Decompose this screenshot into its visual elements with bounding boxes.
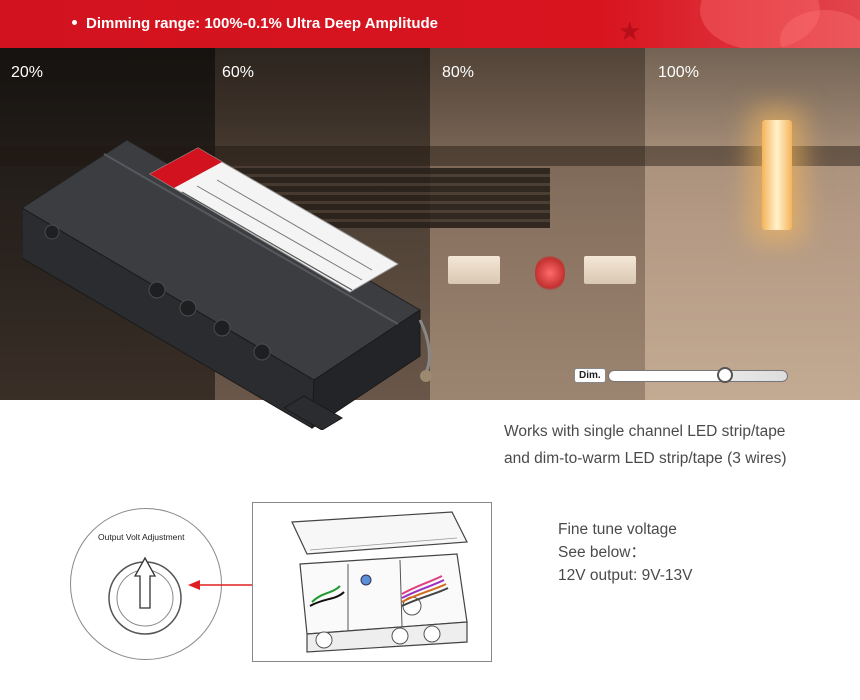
fine-tune-line-2: See below： — [558, 544, 646, 561]
dim-label: Dim. — [574, 368, 606, 383]
top-banner: ★ Dimming range: 100%-0.1% Ultra Deep Am… — [0, 0, 860, 48]
star-icon: ★ — [618, 16, 642, 46]
flower-decor — [535, 253, 565, 293]
level-label-20: 20% — [11, 64, 44, 81]
pendant-lamp — [448, 256, 500, 284]
banner-heading: Dimming range: 100%-0.1% Ultra Deep Ampl… — [72, 15, 438, 32]
fine-tune-line-3: 12V output: 9V-13V — [558, 567, 693, 584]
wall-sconce — [762, 120, 792, 230]
bullet-icon — [72, 19, 77, 25]
junction-box-image — [291, 511, 468, 653]
slider-handle[interactable] — [717, 367, 734, 383]
pendant-lamp — [584, 256, 636, 284]
panel-100 — [645, 48, 860, 400]
compatibility-line-1: Works with single channel LED strip/tape — [504, 423, 786, 440]
adjustment-title: Output Volt Adjustment — [98, 532, 185, 542]
compatibility-text: Works with single channel LED strip/tape… — [504, 418, 787, 472]
dim-slider[interactable]: Dim. — [574, 366, 788, 386]
compatibility-line-2: and dim-to-warm LED strip/tape (3 wires) — [504, 450, 787, 467]
level-label-100: 100% — [658, 64, 699, 81]
fine-tune-line-1: Fine tune voltage — [558, 521, 677, 538]
ceiling-shade — [0, 48, 860, 168]
banner-text: Dimming range: 100%-0.1% Ultra Deep Ampl… — [86, 15, 439, 32]
knob-icon — [108, 556, 182, 635]
slider-fill — [608, 370, 728, 382]
driver-image — [22, 140, 432, 430]
fine-tune-text: Fine tune voltage See below： 12V output:… — [558, 518, 692, 587]
level-label-80: 80% — [442, 64, 475, 81]
level-label-60: 60% — [222, 64, 255, 81]
